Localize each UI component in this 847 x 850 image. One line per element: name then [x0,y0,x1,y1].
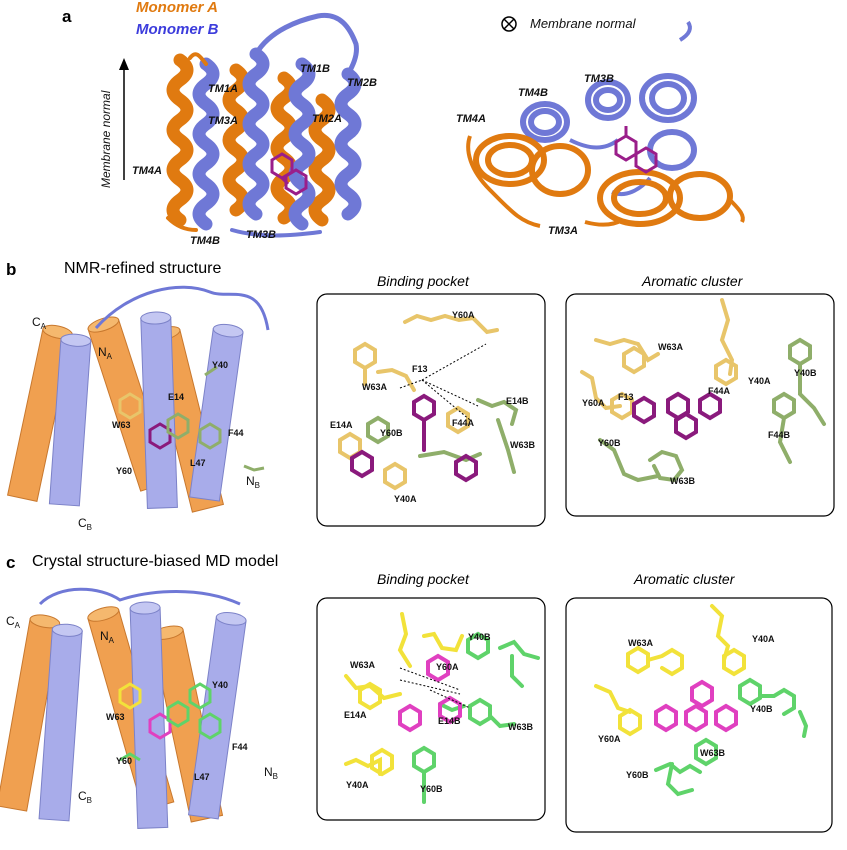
c-pocket-w63b: W63B [508,722,534,732]
membrane-normal-symbol [501,16,517,32]
side-view-structure [166,12,362,238]
b-pocket-w63b: W63B [510,440,536,450]
top-label-tm3a: TM3A [548,225,578,237]
c-res-w63: W63 [106,712,125,722]
label-tm2a: TM2A [312,113,342,125]
b-term-ca: CA [32,315,47,331]
b-pocket-y60a: Y60A [452,310,475,320]
b-res-y60: Y60 [116,466,132,476]
b-term-na: NA [98,345,113,361]
b-pocket-y40a: Y40A [394,494,417,504]
b-cluster-y40b: Y40B [794,368,817,378]
b-cluster-sticks [580,298,826,483]
label-tm1b: TM1B [300,63,330,75]
label-tm2b: TM2B [347,77,377,89]
c-cluster-w63b: W63B [700,748,726,758]
b-pocket-f44a: F44A [452,418,475,428]
c-cluster-y40a: Y40A [752,634,775,644]
b-pocket-title: Binding pocket [377,273,470,289]
b-pocket-box [316,293,546,527]
b-res-l47: L47 [190,458,206,468]
c-pocket-y60b: Y60B [420,784,443,794]
b-cluster-y60b: Y60B [598,438,621,448]
b-res-w63: W63 [112,420,131,430]
c-cluster-y60b: Y60B [626,770,649,780]
b-pocket-e14b: E14B [506,396,529,406]
b-res-e14: E14 [168,392,184,402]
panel-a-letter: a [62,7,72,26]
c-cluster-y60a: Y60A [598,734,621,744]
panel-c-cylinder-cartoon [0,587,247,829]
top-label-tm4a: TM4A [456,113,486,125]
membrane-normal-axis-label: Membrane normal [99,90,113,188]
c-term-nb: NB [264,765,278,781]
c-res-l47: L47 [194,772,210,782]
c-res-y40: Y40 [212,680,228,690]
c-term-ca: CA [6,614,21,630]
panel-c-title: Crystal structure-biased MD model [32,553,278,570]
label-tm4a: TM4A [132,165,162,177]
c-res-f44: F44 [232,742,248,752]
b-res-f44: F44 [228,428,244,438]
b-pocket-hbonds [399,343,487,421]
c-term-na: NA [100,629,115,645]
c-cluster-y40b: Y40B [750,704,773,714]
c-pocket-hbonds [399,667,471,709]
c-cluster-w63a: W63A [628,638,654,648]
c-pocket-box [316,597,546,821]
c-pocket-y40a: Y40A [346,780,369,790]
c-cluster-title: Aromatic cluster [633,571,736,587]
legend-monomer-a: Monomer A [136,0,218,16]
b-pocket-y60b: Y60B [380,428,403,438]
c-pocket-title: Binding pocket [377,571,470,587]
b-pocket-w63a: W63A [362,382,388,392]
b-cluster-y60a: Y60A [582,398,605,408]
panel-c-letter: c [6,553,15,572]
label-tm3b: TM3B [246,229,276,241]
c-pocket-y40b: Y40B [468,632,491,642]
c-pocket-w63a: W63A [350,660,376,670]
top-view-structure [466,20,745,228]
panel-b-title: NMR-refined structure [64,260,221,277]
c-cluster-box [565,597,833,833]
b-cluster-title: Aromatic cluster [641,273,744,289]
label-tm1a: TM1A [208,83,238,95]
b-pocket-e14a: E14A [330,420,353,430]
b-cluster-w63a: W63A [658,342,684,352]
b-res-y40: Y40 [212,360,228,370]
c-pocket-e14b: E14B [438,716,461,726]
label-tm4b: TM4B [190,235,220,247]
c-pocket-y60a: Y60A [436,662,459,672]
c-cluster-sticks [594,604,809,797]
b-cluster-box [565,293,835,517]
b-term-cb: CB [78,516,92,532]
b-pocket-f13: F13 [412,364,428,374]
b-cluster-f13: F13 [618,392,634,402]
c-pocket-e14a: E14A [344,710,367,720]
top-label-tm4b: TM4B [518,87,548,99]
membrane-normal-label: Membrane normal [530,16,637,31]
c-pocket-sticks [344,612,540,804]
panel-b-cylinder-cartoon [7,285,270,513]
b-cluster-w63b: W63B [670,476,696,486]
membrane-normal-arrow [119,58,129,180]
legend-monomer-b: Monomer B [136,21,219,38]
b-cluster-f44b: F44B [768,430,791,440]
c-res-y60: Y60 [116,756,132,766]
b-pocket-sticks [338,313,519,491]
top-label-tm3b: TM3B [584,73,614,85]
b-cluster-y40a: Y40A [748,376,771,386]
b-cluster-f44a: F44A [708,386,731,396]
panel-b-letter: b [6,260,16,279]
label-tm3a: TM3A [208,115,238,127]
c-term-cb: CB [78,789,92,805]
b-term-nb: NB [246,474,260,490]
